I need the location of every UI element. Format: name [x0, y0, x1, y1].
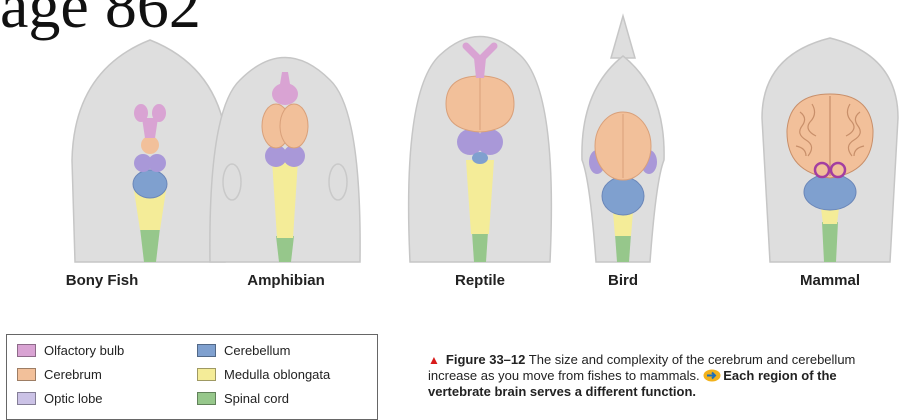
- bird-spinal-cord: [615, 234, 631, 262]
- mammal-cerebellum: [804, 174, 856, 210]
- legend-item-cerebrum: Cerebrum: [17, 367, 102, 382]
- legend-label-olfactory-bulb: Olfactory bulb: [44, 343, 124, 358]
- swatch-cerebrum: [17, 368, 36, 381]
- bony-fish-cerebrum: [141, 136, 159, 154]
- label-reptile: Reptile: [455, 272, 505, 289]
- bony-fish-olfactory-bulb-left: [134, 104, 148, 122]
- caption-figure-label: Figure 33–12: [446, 352, 526, 367]
- swatch-spinal-cord: [197, 392, 216, 405]
- label-bony-fish: Bony Fish: [66, 272, 139, 289]
- amphibian-spinal-cord: [276, 236, 294, 262]
- label-mammal: Mammal: [800, 272, 860, 289]
- legend: Olfactory bulb Cerebrum Optic lobe Cereb…: [6, 334, 378, 420]
- legend-item-cerebellum: Cerebellum: [197, 343, 290, 358]
- legend-label-cerebellum: Cerebellum: [224, 343, 290, 358]
- mammal-spinal-cord: [822, 222, 838, 262]
- reptile-diagram: [409, 37, 552, 263]
- caption-triangle-icon: ▲: [428, 353, 440, 367]
- legend-item-optic-lobe: Optic lobe: [17, 391, 103, 406]
- figure-caption: ▲Figure 33–12 The size and complexity of…: [428, 352, 898, 400]
- swatch-medulla-oblongata: [197, 368, 216, 381]
- amphibian-olfactory-bulb: [272, 83, 298, 105]
- reptile-optic-lobe-right: [477, 129, 503, 155]
- bird-beak: [611, 16, 635, 58]
- mammal-diagram: [762, 38, 898, 262]
- legend-label-cerebrum: Cerebrum: [44, 367, 102, 382]
- amphibian-diagram: [210, 58, 360, 263]
- legend-item-olfactory-bulb: Olfactory bulb: [17, 343, 124, 358]
- bony-fish-cerebellum: [133, 170, 167, 198]
- label-bird: Bird: [608, 272, 638, 289]
- key-concept-icon: [703, 369, 721, 382]
- reptile-spinal-cord: [472, 232, 488, 262]
- legend-item-spinal-cord: Spinal cord: [197, 391, 289, 406]
- bony-fish-diagram: [72, 40, 228, 262]
- bird-cerebellum: [602, 177, 644, 215]
- legend-item-medulla-oblongata: Medulla oblongata: [197, 367, 330, 382]
- label-amphibian: Amphibian: [247, 272, 325, 289]
- swatch-optic-lobe: [17, 392, 36, 405]
- bird-diagram: [582, 16, 664, 262]
- brain-comparison-figure: [0, 0, 913, 300]
- reptile-cerebellum: [472, 152, 488, 164]
- legend-label-medulla-oblongata: Medulla oblongata: [224, 367, 330, 382]
- legend-label-spinal-cord: Spinal cord: [224, 391, 289, 406]
- amphibian-cerebrum-right: [280, 104, 308, 148]
- swatch-olfactory-bulb: [17, 344, 36, 357]
- legend-label-optic-lobe: Optic lobe: [44, 391, 103, 406]
- bony-fish-olfactory-bulb-right: [152, 104, 166, 122]
- swatch-cerebellum: [197, 344, 216, 357]
- bony-fish-optic-lobe-right: [148, 154, 166, 172]
